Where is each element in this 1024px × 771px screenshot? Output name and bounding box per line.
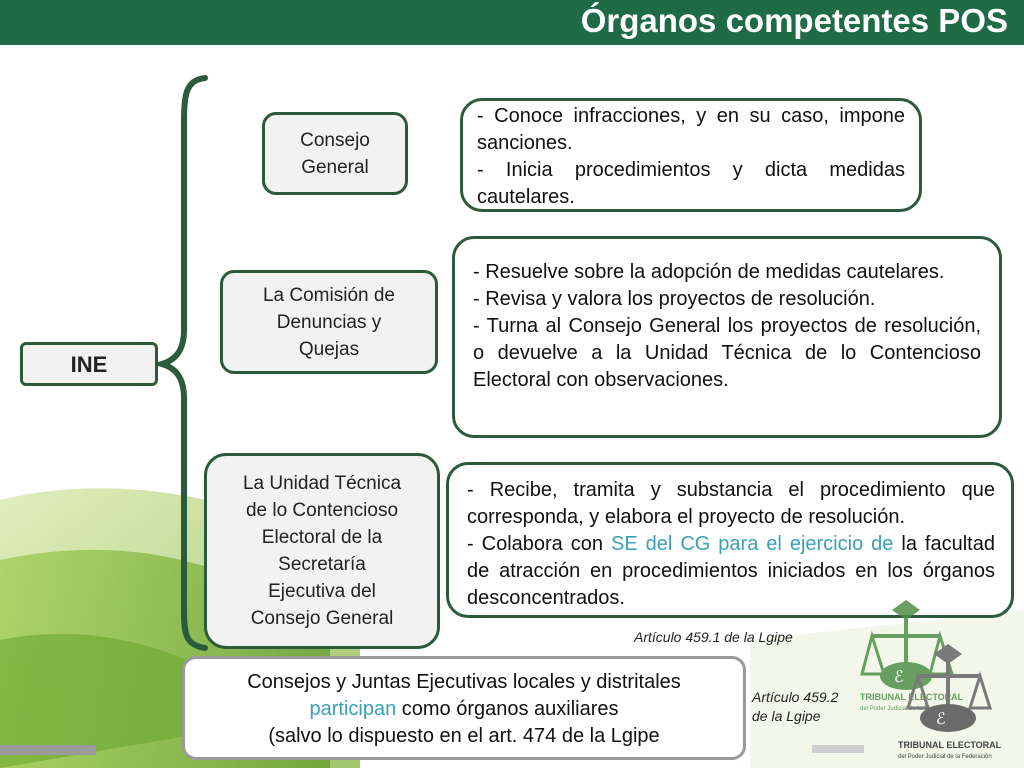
page-title: Órganos competentes POS: [580, 2, 1008, 39]
organ-name-line: Ejecutiva del: [268, 581, 376, 602]
organ-name-line: Consejo: [300, 129, 370, 151]
article-reference-2-line2: de la Lgipe: [752, 708, 821, 724]
ine-box: INE: [20, 342, 158, 386]
organ-name-line: La Unidad Técnica: [242, 473, 402, 494]
organ-name-line: Denuncias y: [276, 311, 382, 333]
functions-consejo-general: - Conoce infracciones, y en su caso, imp…: [460, 98, 922, 212]
article-reference-2-line1: Artículo 459.2: [752, 689, 839, 705]
function-item: - Revisa y valora los proyectos de resol…: [473, 288, 876, 310]
auxiliary-line-1: Consejos y Juntas Ejecutivas locales y d…: [247, 671, 681, 693]
auxiliary-highlight: participan: [309, 698, 397, 720]
organ-name-line: General: [301, 156, 369, 178]
functions-comision-denuncias: - Resuelve sobre la adopción de medidas …: [452, 236, 1002, 438]
auxiliary-line-2: participan como órganos auxiliares: [185, 696, 743, 723]
organ-name-line: La Comisión de: [262, 284, 396, 306]
function-item: - Colabora con SE del CG para el ejercic…: [467, 531, 995, 612]
organ-name-line: Secretaría: [278, 554, 366, 575]
organ-name-line: Consejo General: [250, 608, 394, 629]
auxiliary-organs-box: Consejos y Juntas Ejecutivas locales y d…: [182, 656, 746, 760]
article-reference-2: Artículo 459.2 de la Lgipe: [752, 688, 838, 726]
organ-comision-denuncias: La Comisión de Denuncias y Quejas: [220, 270, 438, 374]
svg-text:ℰ: ℰ: [894, 669, 904, 686]
article-reference-1: Artículo 459.1 de la Lgipe: [634, 629, 793, 645]
tribunal-electoral-logo: ℰ TRIBUNAL ELECTORAL del Poder Judicial …: [858, 596, 1018, 766]
ine-label: INE: [70, 351, 108, 377]
organ-consejo-general: Consejo General: [262, 112, 408, 195]
organ-unidad-tecnica: La Unidad Técnica de lo Contencioso Elec…: [204, 453, 440, 649]
scales-of-justice-icon: ℰ TRIBUNAL ELECTORAL del Poder Judicial …: [860, 600, 1002, 760]
organ-name-line: Quejas: [298, 338, 360, 360]
function-item: - Turna al Consejo General los proyectos…: [473, 315, 981, 391]
auxiliary-line-2-rest: como órganos auxiliares: [396, 698, 619, 720]
auxiliary-line-3: (salvo lo dispuesto en el art. 474 de la…: [268, 725, 660, 747]
logo-name-2: TRIBUNAL ELECTORAL: [898, 740, 1002, 750]
function-item: - Conoce infracciones, y en su caso, imp…: [477, 105, 905, 154]
function-item: - Recibe, tramita y substancia el proced…: [467, 479, 995, 528]
function-item: - Inicia procedimientos y dicta medidas …: [477, 159, 905, 208]
organ-name-line: de lo Contencioso: [245, 500, 399, 521]
functions-unidad-tecnica: - Recibe, tramita y substancia el proced…: [446, 462, 1014, 618]
svg-text:ℰ: ℰ: [936, 711, 946, 728]
header-bar: Órganos competentes POS: [0, 0, 1024, 45]
function-text: - Colabora con: [467, 533, 611, 555]
highlight-text: SE del CG para el ejercicio de: [611, 533, 894, 555]
organ-name-line: Electoral de la: [261, 527, 383, 548]
logo-sub-2: del Poder Judicial de la Federación: [898, 754, 992, 760]
function-text: la facultad de atracción en procedimient…: [467, 533, 995, 609]
function-item: - Resuelve sobre la adopción de medidas …: [473, 261, 945, 283]
